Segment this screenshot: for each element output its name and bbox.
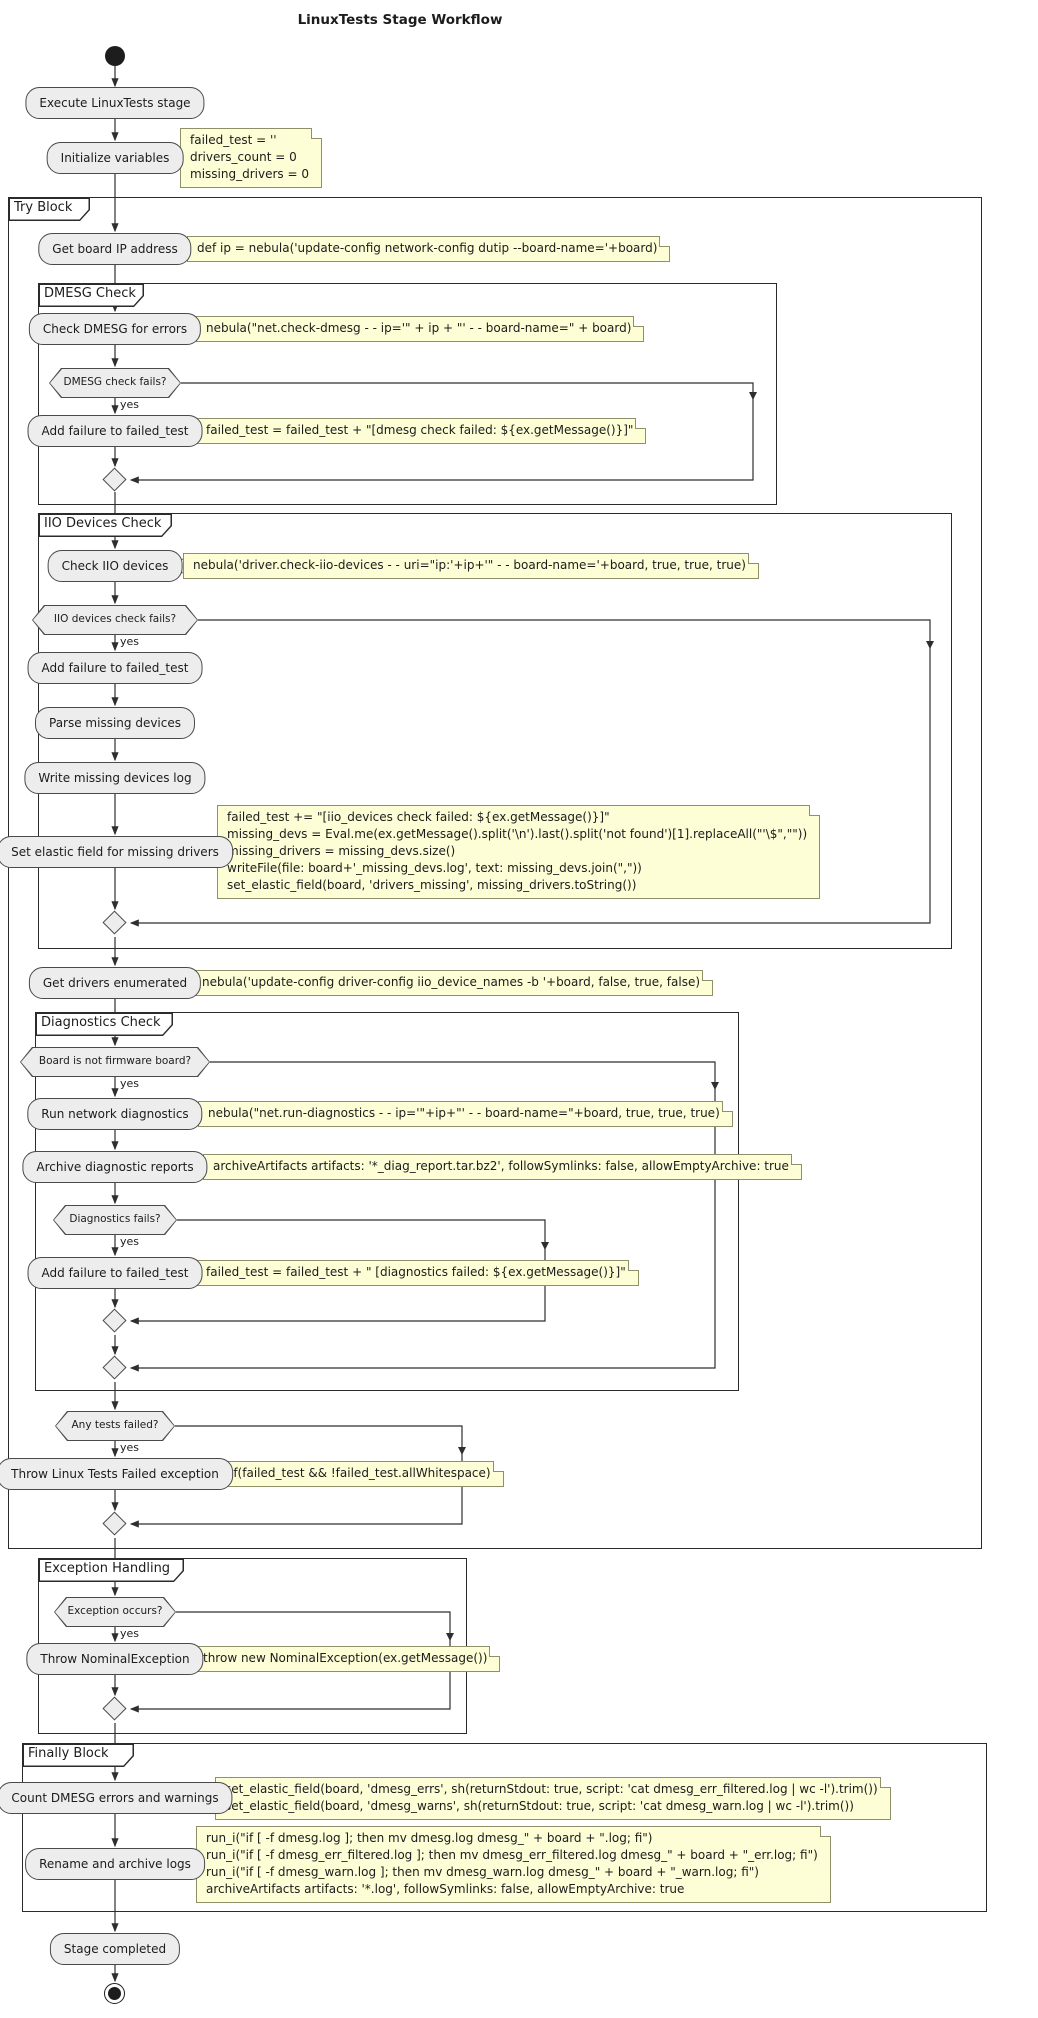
yes-label: yes — [120, 398, 140, 411]
activity-get-drivers-enumerated: Get drivers enumerated — [28, 967, 202, 999]
decision-diagnostics-fails: Diagnostics fails? — [53, 1205, 177, 1235]
activity-execute-linuxtests-stage: Execute LinuxTests stage — [25, 87, 205, 119]
note-throw-condition: if(failed_test && !failed_test.allWhites… — [220, 1461, 504, 1487]
diagram-title: LinuxTests Stage Workflow — [297, 12, 503, 28]
end-node — [104, 1983, 125, 2004]
activity-run-network-diagnostics: Run network diagnostics — [27, 1098, 203, 1130]
activity-add-failure-diagnostics: Add failure to failed_test — [27, 1257, 203, 1289]
activity-check-iio-devices: Check IIO devices — [47, 550, 183, 582]
yes-label: yes — [120, 635, 140, 648]
activity-throw-linux-tests-failed-exception: Throw Linux Tests Failed exception — [0, 1458, 233, 1490]
activity-archive-diagnostic-reports: Archive diagnostic reports — [22, 1151, 208, 1183]
note-throw-nominal: throw new NominalException(ex.getMessage… — [193, 1646, 501, 1672]
note-count-dmesg: set_elastic_field(board, 'dmesg_errs', s… — [215, 1777, 891, 1820]
decision-iio-devices-check-fails: IIO devices check fails? — [32, 605, 198, 635]
partition-label-iio-devices-check: IIO Devices Check — [38, 513, 172, 537]
activity-throw-nominalexception: Throw NominalException — [26, 1643, 204, 1675]
decision-any-tests-failed: Any tests failed? — [55, 1411, 175, 1441]
yes-label: yes — [120, 1441, 140, 1454]
yes-label: yes — [120, 1077, 140, 1090]
decision-exception-occurs: Exception occurs? — [54, 1597, 176, 1627]
note-check-iio: nebula('driver.check-iio-devices - - uri… — [183, 553, 759, 579]
activity-get-board-ip-address: Get board IP address — [38, 233, 192, 265]
partition-label-diagnostics-check: Diagnostics Check — [35, 1012, 173, 1036]
partition-diagnostics-check — [35, 1012, 739, 1391]
note-iio-failure: failed_test += "[iio_devices check faile… — [217, 805, 821, 899]
activity-write-missing-devices-log: Write missing devices log — [24, 762, 206, 794]
partition-label-try-block: Try Block — [8, 197, 90, 221]
note-get-drivers: nebula('update-config driver-config iio_… — [192, 970, 714, 996]
activity-rename-and-archive-logs: Rename and archive logs — [25, 1848, 205, 1880]
decision-dmesg-check-fails: DMESG check fails? — [49, 368, 181, 398]
note-dmesg-failure: failed_test = failed_test + "[dmesg chec… — [196, 418, 647, 444]
partition-label-dmesg-check: DMESG Check — [38, 283, 144, 307]
note-rename-logs: run_i("if [ -f dmesg.log ]; then mv dmes… — [196, 1826, 831, 1903]
start-node — [105, 46, 125, 66]
note-check-dmesg: nebula("net.check-dmesg - - ip='" + ip +… — [196, 316, 645, 342]
activity-parse-missing-devices: Parse missing devices — [35, 707, 195, 739]
partition-try-block — [8, 197, 982, 1549]
activity-add-failure-dmesg: Add failure to failed_test — [27, 415, 203, 447]
activity-add-failure-iio: Add failure to failed_test — [27, 652, 203, 684]
activity-count-dmesg-errors-and-warnings: Count DMESG errors and warnings — [0, 1782, 233, 1814]
partition-label-exception-handling: Exception Handling — [38, 1558, 184, 1582]
activity-check-dmesg-for-errors: Check DMESG for errors — [28, 313, 202, 345]
partition-dmesg-check — [38, 283, 777, 505]
note-get-ip: def ip = nebula('update-config network-c… — [187, 236, 671, 262]
activity-set-elastic-field-missing-drivers: Set elastic field for missing drivers — [0, 836, 233, 868]
decision-board-not-firmware: Board is not firmware board? — [20, 1047, 210, 1077]
note-run-diagnostics: nebula("net.run-diagnostics - - ip='"+ip… — [198, 1101, 733, 1127]
yes-label: yes — [120, 1235, 140, 1248]
partition-finally-block — [22, 1743, 987, 1912]
activity-stage-completed: Stage completed — [49, 1933, 181, 1965]
activity-initialize-variables: Initialize variables — [46, 142, 184, 174]
note-diagnostics-failure: failed_test = failed_test + " [diagnosti… — [196, 1260, 639, 1286]
note-archive-reports: archiveArtifacts artifacts: '*_diag_repo… — [203, 1154, 802, 1180]
yes-label: yes — [120, 1627, 140, 1640]
partition-label-finally-block: Finally Block — [22, 1743, 134, 1767]
